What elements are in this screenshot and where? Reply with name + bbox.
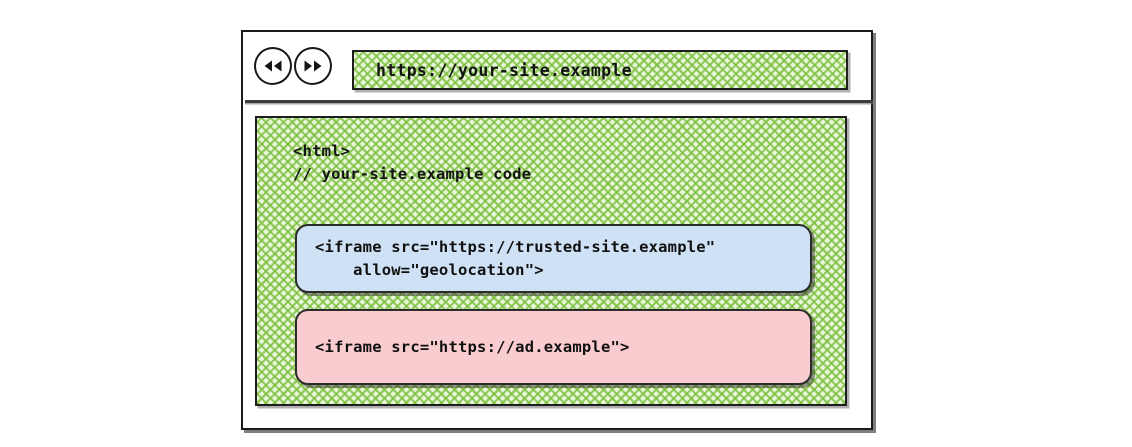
trusted-iframe-code: <iframe src="https://trusted-site.exampl… <box>315 236 715 282</box>
rewind-icon <box>262 59 284 73</box>
browser-toolbar: https://your-site.example <box>243 32 871 100</box>
code-line-comment: // your-site.example code <box>293 165 532 183</box>
trusted-iframe-code-line-1: <iframe src="https://trusted-site.exampl… <box>315 237 716 256</box>
code-line-html-tag: <html> <box>293 142 351 160</box>
forward-button[interactable] <box>294 47 332 85</box>
trusted-site-iframe[interactable]: <iframe src="https://trusted-site.exampl… <box>295 224 812 293</box>
url-bar[interactable]: https://your-site.example <box>352 50 848 90</box>
ad-iframe[interactable]: <iframe src="https://ad.example"> <box>295 309 812 385</box>
browser-window: https://your-site.example <html> // your… <box>241 30 873 430</box>
page-content-area: <html> // your-site.example code <iframe… <box>255 116 847 406</box>
trusted-iframe-code-line-2: allow="geolocation"> <box>315 260 544 279</box>
back-button[interactable] <box>254 47 292 85</box>
ad-iframe-code-line-1: <iframe src="https://ad.example"> <box>315 337 630 356</box>
ad-iframe-code: <iframe src="https://ad.example"> <box>315 336 630 359</box>
toolbar-separator <box>245 100 873 103</box>
fast-forward-icon <box>302 59 324 73</box>
url-text: https://your-site.example <box>376 60 632 80</box>
